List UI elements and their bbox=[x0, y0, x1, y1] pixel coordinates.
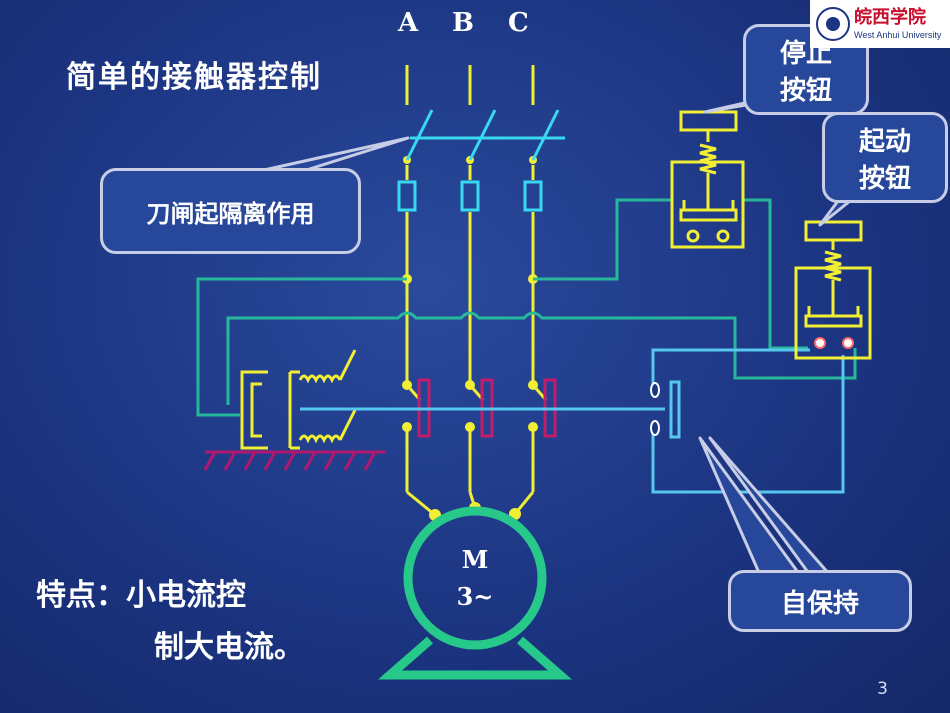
page-number: 3 bbox=[877, 679, 888, 699]
feature-line-1: 特点：小电流控 bbox=[36, 578, 246, 613]
motor-symbol bbox=[378, 506, 572, 680]
callout-start-button: 起动 按钮 bbox=[822, 112, 948, 203]
university-logo: 皖西学院 West Anhui University bbox=[810, 0, 950, 48]
motor-symbol-label: M bbox=[461, 545, 489, 574]
power-lines bbox=[405, 65, 548, 517]
phase-label-a: A bbox=[398, 8, 419, 38]
control-wiring bbox=[196, 198, 857, 417]
stop-button-symbol bbox=[670, 110, 745, 249]
motor-phase-label: 3~ bbox=[456, 582, 494, 611]
start-button-label-1: 起动 bbox=[858, 126, 911, 157]
callout-knife-switch-text: 刀闸起隔离作用 bbox=[146, 199, 315, 228]
knife-switch bbox=[405, 109, 565, 161]
fuses bbox=[397, 180, 543, 212]
callout-self-holding-text: 自保持 bbox=[780, 588, 859, 619]
feature-text: 特点：小电流控 制大电流。 bbox=[36, 570, 304, 674]
slide-title: 简单的接触器控制 bbox=[66, 60, 322, 95]
self-holding-contact bbox=[651, 348, 845, 494]
start-button-label-2: 按钮 bbox=[858, 163, 911, 194]
logo-chinese-name: 皖西学院 bbox=[854, 7, 926, 28]
electromagnet-core bbox=[240, 349, 357, 450]
feature-line-2: 制大电流。 bbox=[154, 630, 304, 665]
university-seal-icon bbox=[816, 7, 850, 41]
phase-label-b: B bbox=[452, 8, 474, 38]
callout-self-holding: 自保持 bbox=[728, 570, 912, 632]
start-button-symbol bbox=[794, 220, 872, 360]
ground-hatch bbox=[203, 450, 385, 471]
callout-knife-switch: 刀闸起隔离作用 bbox=[100, 168, 361, 254]
logo-english-name: West Anhui University bbox=[854, 30, 942, 40]
phase-label-c: C bbox=[508, 8, 529, 38]
stop-button-label-2: 按钮 bbox=[779, 75, 832, 106]
aux-contact-terminals bbox=[650, 382, 660, 436]
start-button-terminals bbox=[814, 337, 854, 349]
callout-stop-button: 停止 按钮 bbox=[743, 24, 869, 115]
